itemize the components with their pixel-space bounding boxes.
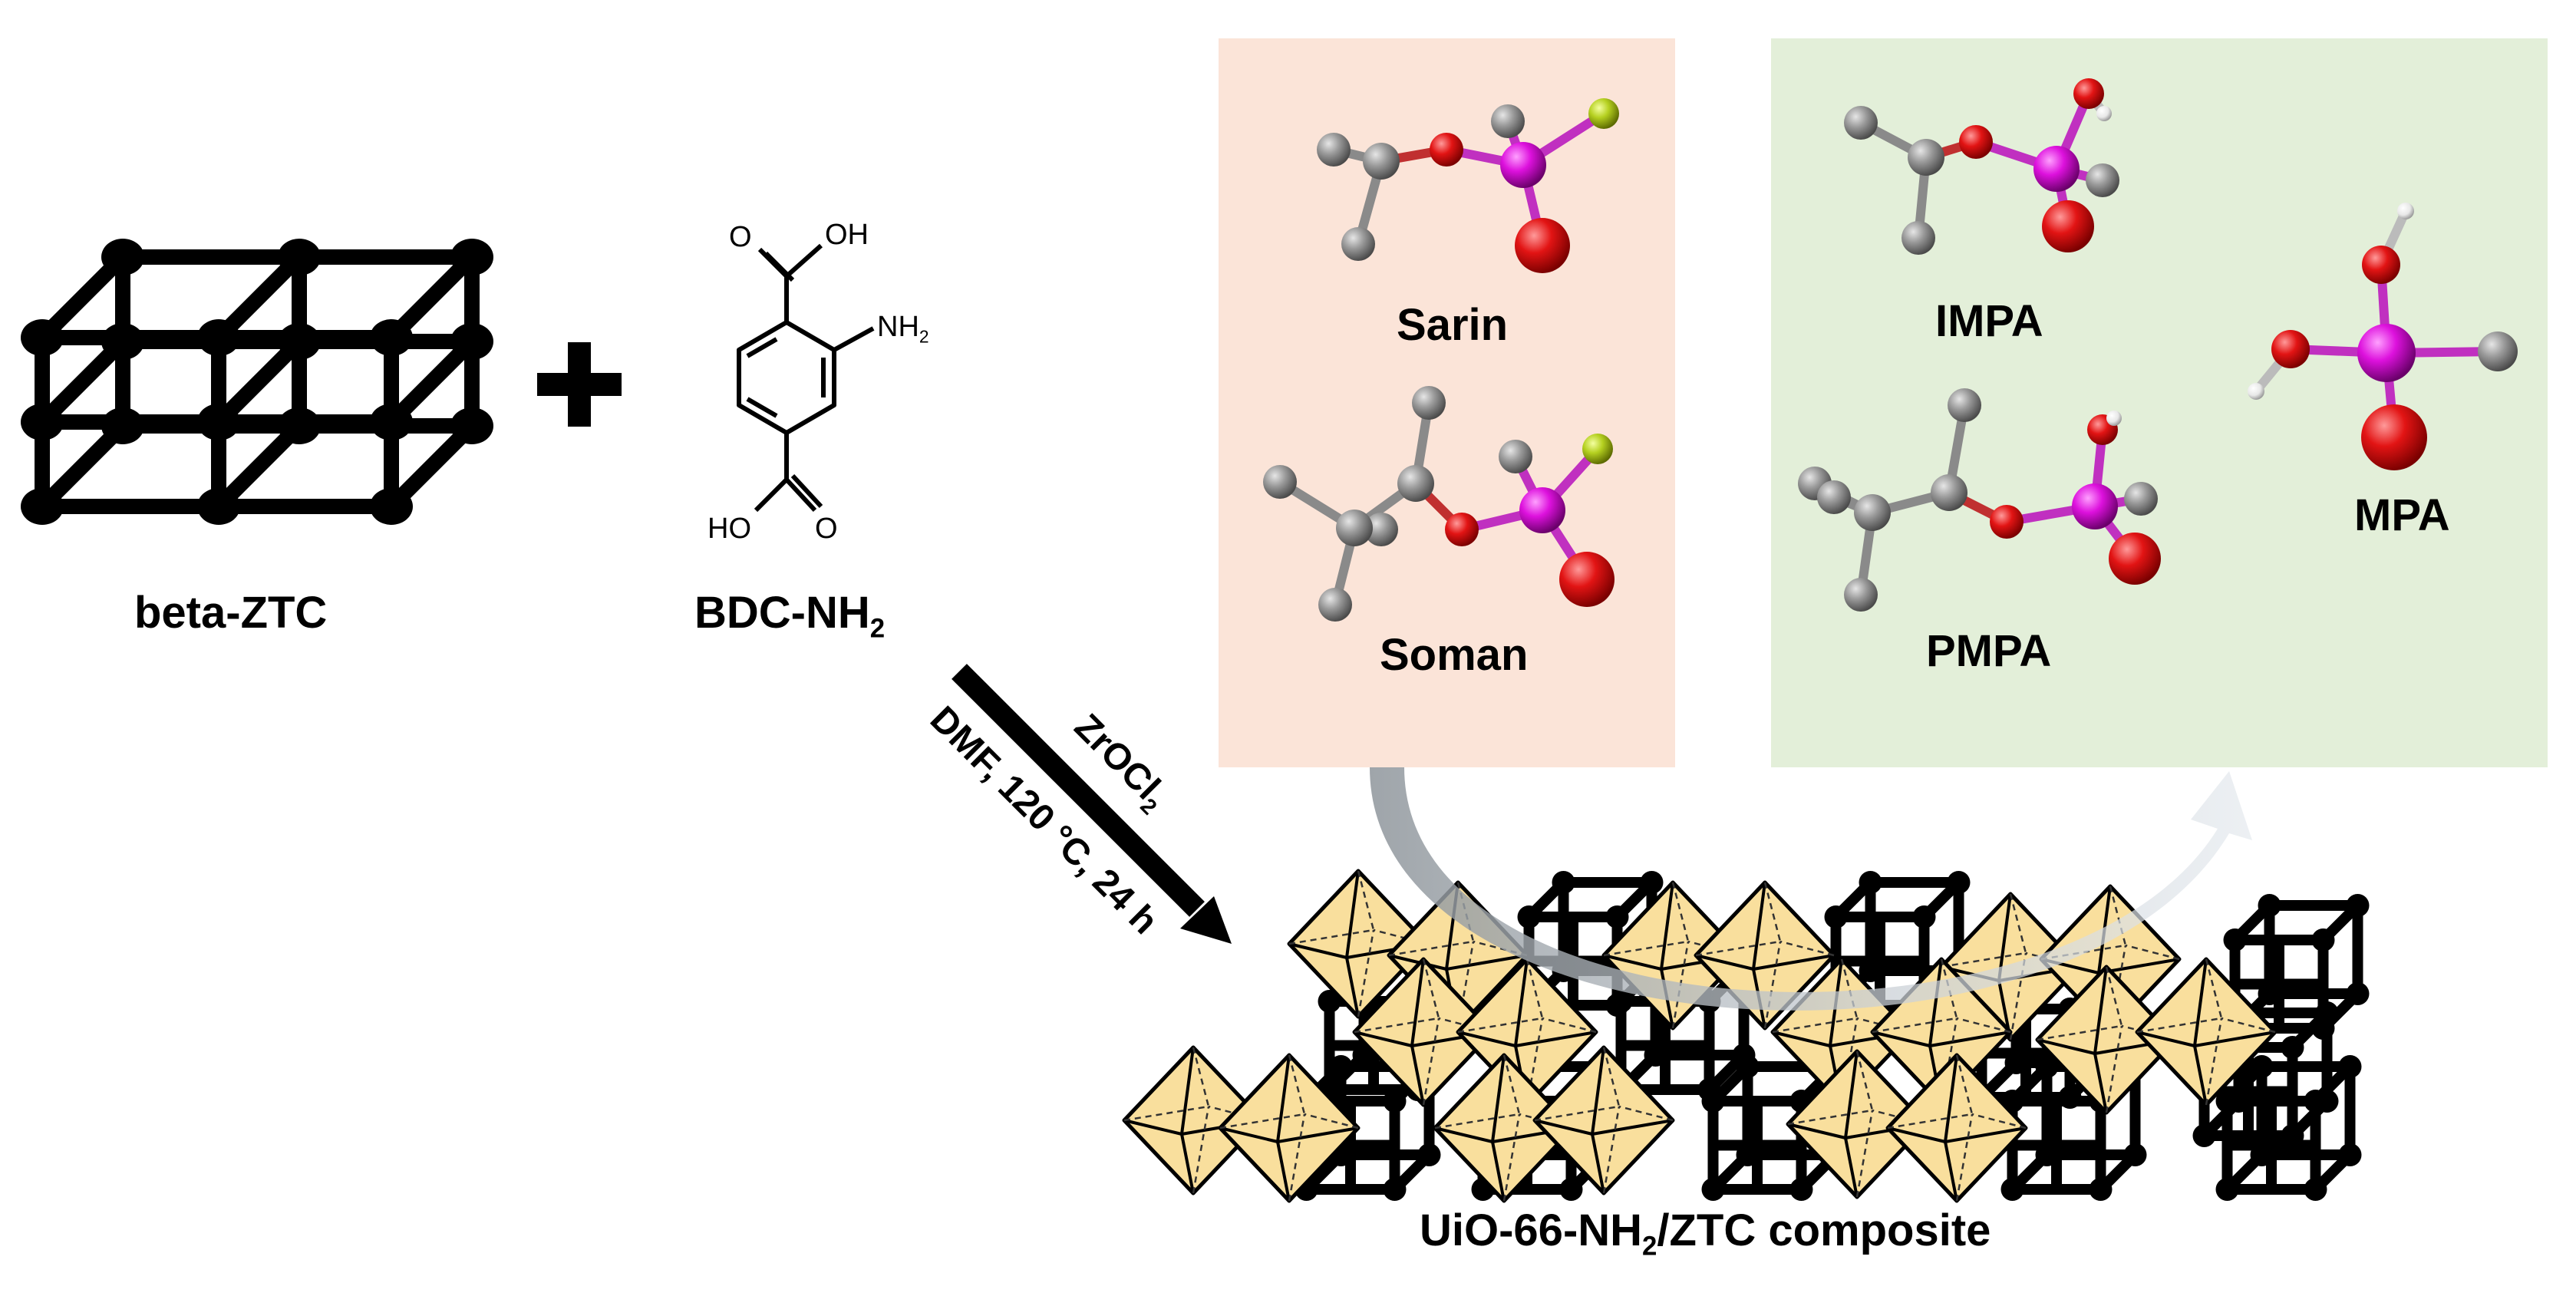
bdc-nh2-structure (737, 243, 875, 513)
linker-atom-o-top: O (729, 221, 752, 253)
beta-ztc-framework (35, 249, 480, 514)
bdc-nh2-label: BDC-NH2 (694, 587, 885, 645)
soman-molecule (1263, 386, 1615, 622)
sarin-molecule (1317, 98, 1619, 273)
linker-atom-oh-top: OH (825, 219, 869, 251)
composite-label-sub: 2 (1642, 1231, 1657, 1261)
composite-octahedron (1433, 1053, 1575, 1203)
composite-label-prefix: UiO-66-NH (1420, 1205, 1643, 1255)
composite-octahedron (1786, 1049, 1928, 1199)
pmpa-label: PMPA (1926, 626, 2052, 676)
bdc-nh2-label-sub: 2 (869, 613, 886, 644)
beta-ztc-nodes (21, 239, 493, 525)
mpa-label: MPA (2354, 490, 2450, 540)
composite-octahedron (1122, 1045, 1265, 1196)
composite-cube (2215, 1055, 2362, 1201)
linker-atom-nh2: NH2 (877, 311, 929, 348)
impa-label: IMPA (1935, 296, 2043, 346)
soman-label: Soman (1380, 630, 1529, 680)
bdc-nh2-label-text: BDC-NH (694, 588, 870, 638)
composite-octahedron (1532, 1045, 1675, 1196)
sarin-label: Sarin (1397, 300, 1509, 350)
linker-nh-text: NH (877, 311, 919, 343)
products-panel (1771, 38, 2548, 767)
composite-octahedron (1287, 869, 1430, 1019)
composite-octahedron (1352, 957, 1495, 1107)
plus-sign (537, 342, 622, 427)
pmpa-molecule (1798, 388, 2161, 612)
composite-structure (1122, 869, 2370, 1203)
composite-label: UiO-66-NH2/ZTC composite (1420, 1205, 1991, 1262)
linker-atom-ho-bottom: HO (707, 513, 751, 545)
composite-octahedron (1218, 1053, 1361, 1203)
mpa-molecule (2248, 203, 2518, 470)
impa-molecule (1844, 78, 2119, 255)
beta-ztc-label: beta-ZTC (134, 588, 328, 638)
composite-octahedron (1885, 1053, 2028, 1203)
linker-nh-sub: 2 (919, 326, 929, 347)
linker-atom-o-bottom: O (815, 513, 838, 545)
reaction-arrow (952, 664, 1232, 944)
composite-label-suffix: /ZTC composite (1657, 1205, 1991, 1255)
composite-octahedron (2135, 957, 2278, 1107)
